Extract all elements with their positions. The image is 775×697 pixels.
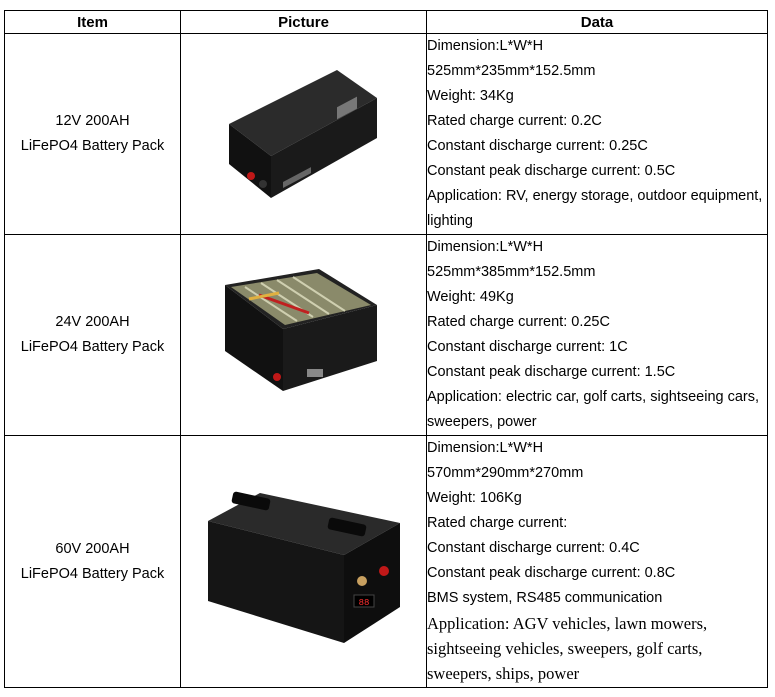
spec-peak-discharge: Constant peak discharge current: 1.5C — [427, 364, 676, 380]
header-picture: Picture — [180, 10, 427, 34]
header-data: Data — [426, 10, 768, 34]
spec-dimension: 525mm*235mm*152.5mm — [427, 63, 596, 79]
spec-rated-charge: Rated charge current: 0.25C — [427, 314, 610, 330]
item-cell: 60V 200AH LiFePO4 Battery Pack — [4, 435, 181, 688]
item-voltage: 60V 200AH — [55, 540, 130, 557]
data-cell: Dimension:L*W*H 570mm*290mm*270mm Weight… — [426, 435, 768, 688]
spec-discharge: Constant discharge current: 1C — [427, 339, 628, 355]
table-row: 12V 200AH LiFePO4 Battery Pack Dimension… — [4, 33, 768, 235]
item-voltage: 12V 200AH — [55, 113, 130, 129]
header-row: Item Picture Data — [4, 10, 768, 34]
spec-table: Item Picture Data 12V 200AH LiFePO4 Batt… — [4, 10, 768, 688]
spec-peak-discharge: Constant peak discharge current: 0.5C — [427, 163, 676, 179]
item-type: LiFePO4 Battery Pack — [20, 565, 165, 582]
spec-weight: Weight: 49Kg — [427, 289, 514, 305]
item-voltage: 24V 200AH — [55, 314, 130, 330]
data-cell: Dimension:L*W*H 525mm*385mm*152.5mm Weig… — [426, 234, 768, 436]
picture-cell — [180, 33, 427, 235]
spec-dimension: 525mm*385mm*152.5mm — [427, 264, 596, 280]
picture-cell — [180, 234, 427, 436]
item-cell: 24V 200AH LiFePO4 Battery Pack — [4, 234, 181, 436]
item-cell: 12V 200AH LiFePO4 Battery Pack — [4, 33, 181, 235]
spec-rated-charge: Rated charge current: — [427, 515, 568, 531]
spec-peak-discharge: Constant peak discharge current: 0.8C — [427, 565, 676, 581]
open-battery-cells-icon — [224, 269, 377, 391]
data-cell: Dimension:L*W*H 525mm*235mm*152.5mm Weig… — [426, 33, 768, 235]
black-battery-box-icon — [228, 70, 377, 198]
item-type: LiFePO4 Battery Pack — [20, 138, 165, 154]
spec-application: Application: RV, energy storage, outdoor… — [427, 188, 763, 229]
spec-dimension-label: Dimension:L*W*H — [427, 239, 544, 255]
spec-dimension: 570mm*290mm*270mm — [427, 465, 584, 481]
spec-weight: Weight: 34Kg — [427, 88, 514, 104]
spec-discharge: Constant discharge current: 0.4C — [427, 540, 640, 556]
battery-with-handles-icon: 88 — [207, 491, 400, 643]
led-display: 88 — [358, 598, 369, 608]
table-row: 60V 200AH LiFePO4 Battery Pack 88 Dimens — [4, 435, 768, 688]
header-item: Item — [4, 10, 181, 34]
picture-cell: 88 — [180, 435, 427, 688]
spec-rated-charge: Rated charge current: 0.2C — [427, 113, 602, 129]
spec-dimension-label: Dimension:L*W*H — [427, 38, 544, 54]
table-row: 24V 200AH LiFePO4 Battery Pack — [4, 234, 768, 436]
spec-weight: Weight: 106Kg — [427, 490, 522, 506]
spec-application: Application: AGV vehicles, lawn mowers, … — [427, 614, 708, 683]
spec-discharge: Constant discharge current: 0.25C — [427, 138, 648, 154]
spec-bms: BMS system, RS485 communication — [427, 590, 663, 606]
item-type: LiFePO4 Battery Pack — [20, 339, 165, 355]
spec-application: Application: electric car, golf carts, s… — [427, 389, 760, 430]
spec-dimension-label: Dimension:L*W*H — [427, 440, 544, 456]
